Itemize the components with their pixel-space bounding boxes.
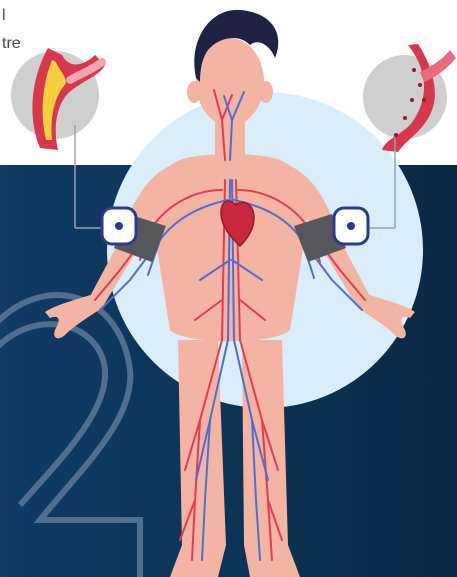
clogged-artery-icon [11, 48, 105, 150]
outline-digit-icon [0, 295, 140, 577]
inflamed-artery-icon [363, 44, 456, 152]
